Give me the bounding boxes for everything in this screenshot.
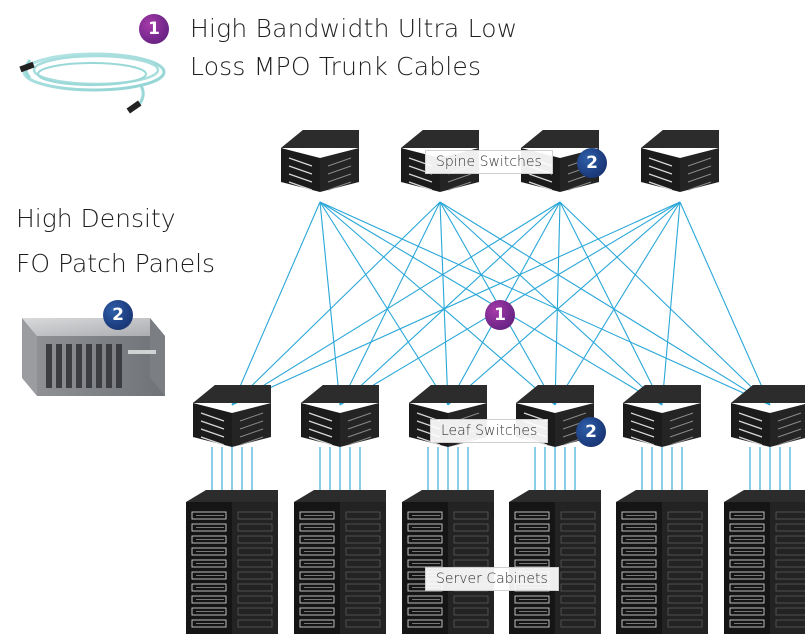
leaf-switch-2 xyxy=(301,385,379,447)
fabric-number-badge: 1 xyxy=(485,300,515,330)
fo-patch-panel-image xyxy=(22,318,165,396)
spine-leaf-link xyxy=(231,201,681,406)
spine-leaf-link xyxy=(319,201,341,406)
spine-leaf-link xyxy=(439,201,449,406)
fabric-links xyxy=(211,201,791,514)
patch-panels-heading-line1: High Density xyxy=(16,204,176,233)
cables-heading-line2: Loss MPO Trunk Cables xyxy=(190,52,482,81)
mpo-trunk-cable-image xyxy=(19,52,166,114)
server-cabinet-2 xyxy=(294,490,386,634)
server-cabinet-1 xyxy=(186,490,278,634)
cables-number-badge: 1 xyxy=(139,14,169,44)
server-cabinets-label: Server Cabinets xyxy=(425,567,559,591)
spine-leaf-link xyxy=(559,201,663,406)
spine-leaf-link xyxy=(339,201,561,406)
spine-leaf-link xyxy=(554,201,561,406)
cables-heading-line1: High Bandwidth Ultra Low xyxy=(190,14,518,43)
spine-leaf-link xyxy=(319,201,556,406)
spine-leaf-link xyxy=(231,201,321,406)
leaf-switch-1 xyxy=(193,385,271,447)
leaf-switch-6 xyxy=(731,385,805,447)
spine-switches-label: Spine Switches xyxy=(425,150,553,174)
spine-leaf-link xyxy=(559,201,771,406)
spine-number-badge: 2 xyxy=(577,148,607,178)
cables-heading: High Bandwidth Ultra Low Loss MPO Trunk … xyxy=(190,10,517,86)
spine-leaf-link xyxy=(439,201,663,406)
spine-leaf-link xyxy=(231,201,561,406)
server-cabinet-4 xyxy=(509,490,601,634)
spine-leaf-link xyxy=(439,201,771,406)
spine-leaf-link xyxy=(319,201,449,406)
patch-panels-number-badge: 2 xyxy=(103,300,133,330)
devices-layer xyxy=(186,130,805,634)
spine-switch-4 xyxy=(641,130,719,192)
spine-leaf-link xyxy=(554,201,681,406)
spine-leaf-link xyxy=(679,201,771,406)
patch-panels-heading: High Density FO Patch Panels xyxy=(16,196,215,286)
spine-leaf-link xyxy=(447,201,681,406)
server-cabinet-5 xyxy=(616,490,708,634)
server-cabinet-3 xyxy=(402,490,494,634)
spine-leaf-link xyxy=(231,201,441,406)
spine-switch-1 xyxy=(281,130,359,192)
patch-panels-heading-line2: FO Patch Panels xyxy=(16,249,216,278)
spine-leaf-link xyxy=(661,201,681,406)
leaf-number-badge: 2 xyxy=(576,417,606,447)
spine-leaf-link xyxy=(339,201,441,406)
leaf-switches-label: Leaf Switches xyxy=(430,419,549,443)
leaf-switch-5 xyxy=(623,385,701,447)
server-cabinet-6 xyxy=(724,490,805,634)
spine-leaf-link xyxy=(319,201,771,406)
